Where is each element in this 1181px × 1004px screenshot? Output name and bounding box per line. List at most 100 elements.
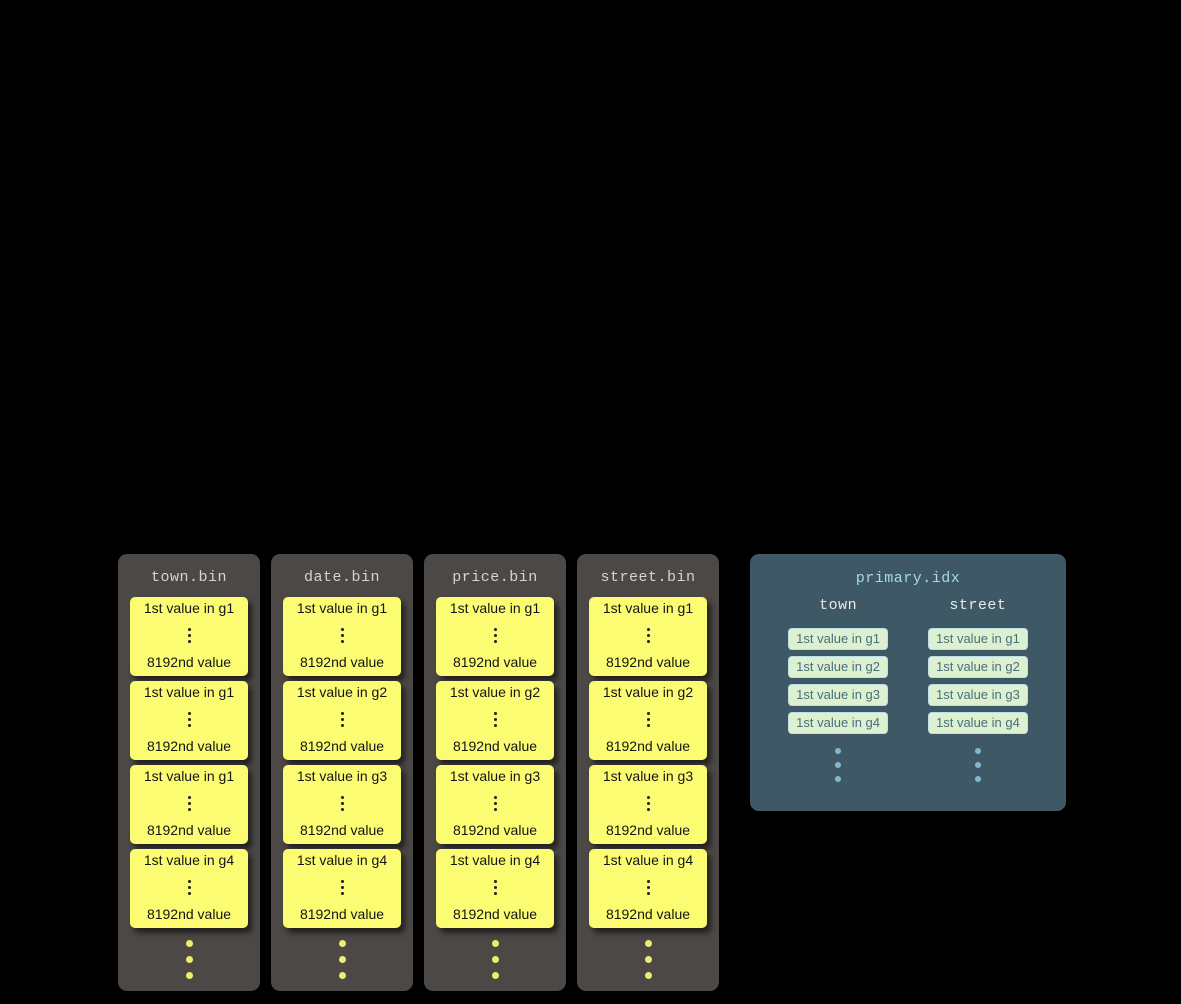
granule-card: 1st value in g1 8192nd value	[130, 597, 248, 676]
index-column-header: street	[949, 597, 1007, 614]
granule-last-value-label: 8192nd value	[146, 654, 232, 670]
granule-last-value-label: 8192nd value	[605, 738, 691, 754]
granule-last-value-label: 8192nd value	[146, 822, 232, 838]
vertical-ellipsis-icon	[493, 628, 497, 643]
more-granules-ellipsis-icon	[577, 940, 719, 979]
vertical-ellipsis-icon	[187, 880, 191, 895]
granule-last-value-label: 8192nd value	[452, 738, 538, 754]
primary-index-columns: town 1st value in g1 1st value in g2 1st…	[750, 597, 1066, 782]
vertical-ellipsis-icon	[340, 712, 344, 727]
vertical-ellipsis-icon	[646, 880, 650, 895]
granule-card: 1st value in g1 8192nd value	[436, 597, 554, 676]
vertical-ellipsis-icon	[187, 796, 191, 811]
granule-card: 1st value in g3 8192nd value	[589, 765, 707, 844]
granule-card: 1st value in g2 8192nd value	[436, 681, 554, 760]
granule-first-value-label: 1st value in g3	[449, 768, 541, 784]
granule-last-value-label: 8192nd value	[605, 906, 691, 922]
granule-first-value-label: 1st value in g2	[449, 684, 541, 700]
bin-file-panel-street: street.bin 1st value in g1 8192nd value …	[577, 554, 719, 991]
granule-first-value-label: 1st value in g4	[602, 852, 694, 868]
more-entries-ellipsis-icon	[835, 748, 842, 782]
vertical-ellipsis-icon	[187, 628, 191, 643]
bin-file-panel-town: town.bin 1st value in g1 8192nd value 1s…	[118, 554, 260, 991]
index-column-street: street 1st value in g1 1st value in g2 1…	[928, 597, 1028, 782]
vertical-ellipsis-icon	[493, 712, 497, 727]
vertical-ellipsis-icon	[646, 796, 650, 811]
storage-layout-diagram: town.bin 1st value in g1 8192nd value 1s…	[118, 554, 1066, 991]
granule-first-value-label: 1st value in g1	[449, 600, 541, 616]
vertical-ellipsis-icon	[493, 880, 497, 895]
granule-last-value-label: 8192nd value	[146, 738, 232, 754]
granule-first-value-label: 1st value in g1	[143, 600, 235, 616]
granule-card-list: 1st value in g1 8192nd value 1st value i…	[424, 597, 566, 928]
granule-first-value-label: 1st value in g3	[602, 768, 694, 784]
granule-first-value-label: 1st value in g4	[143, 852, 235, 868]
primary-index-panel: primary.idx town 1st value in g1 1st val…	[750, 554, 1066, 811]
bin-file-title: price.bin	[452, 569, 538, 586]
granule-first-value-label: 1st value in g1	[143, 768, 235, 784]
index-entry-list: 1st value in g1 1st value in g2 1st valu…	[788, 628, 888, 734]
granule-card-list: 1st value in g1 8192nd value 1st value i…	[271, 597, 413, 928]
primary-index-title: primary.idx	[855, 570, 961, 587]
granule-last-value-label: 8192nd value	[605, 822, 691, 838]
granule-card: 1st value in g1 8192nd value	[130, 765, 248, 844]
granule-first-value-label: 1st value in g1	[143, 684, 235, 700]
vertical-ellipsis-icon	[340, 796, 344, 811]
granule-last-value-label: 8192nd value	[452, 822, 538, 838]
index-entry: 1st value in g1	[928, 628, 1028, 650]
index-column-header: town	[819, 597, 858, 614]
granule-first-value-label: 1st value in g2	[602, 684, 694, 700]
granule-card: 1st value in g3 8192nd value	[436, 765, 554, 844]
vertical-ellipsis-icon	[646, 712, 650, 727]
granule-last-value-label: 8192nd value	[452, 906, 538, 922]
granule-first-value-label: 1st value in g4	[449, 852, 541, 868]
granule-last-value-label: 8192nd value	[299, 654, 385, 670]
granule-last-value-label: 8192nd value	[299, 738, 385, 754]
granule-last-value-label: 8192nd value	[452, 654, 538, 670]
index-column-town: town 1st value in g1 1st value in g2 1st…	[788, 597, 888, 782]
index-entry: 1st value in g4	[928, 712, 1028, 734]
granule-first-value-label: 1st value in g1	[602, 600, 694, 616]
index-entry-list: 1st value in g1 1st value in g2 1st valu…	[928, 628, 1028, 734]
vertical-ellipsis-icon	[340, 628, 344, 643]
granule-first-value-label: 1st value in g1	[296, 600, 388, 616]
granule-card: 1st value in g4 8192nd value	[436, 849, 554, 928]
vertical-ellipsis-icon	[646, 628, 650, 643]
bin-file-title: street.bin	[600, 569, 696, 586]
index-entry: 1st value in g3	[928, 684, 1028, 706]
granule-card: 1st value in g1 8192nd value	[283, 597, 401, 676]
vertical-ellipsis-icon	[340, 880, 344, 895]
granule-card: 1st value in g1 8192nd value	[130, 681, 248, 760]
index-entry: 1st value in g4	[788, 712, 888, 734]
granule-card: 1st value in g4 8192nd value	[589, 849, 707, 928]
granule-card-list: 1st value in g1 8192nd value 1st value i…	[577, 597, 719, 928]
granule-card: 1st value in g2 8192nd value	[589, 681, 707, 760]
more-granules-ellipsis-icon	[424, 940, 566, 979]
more-entries-ellipsis-icon	[974, 748, 981, 782]
granule-card: 1st value in g4 8192nd value	[130, 849, 248, 928]
granule-card: 1st value in g3 8192nd value	[283, 765, 401, 844]
granule-card: 1st value in g2 8192nd value	[283, 681, 401, 760]
bin-file-panel-date: date.bin 1st value in g1 8192nd value 1s…	[271, 554, 413, 991]
granule-last-value-label: 8192nd value	[299, 822, 385, 838]
more-granules-ellipsis-icon	[118, 940, 260, 979]
vertical-ellipsis-icon	[493, 796, 497, 811]
bin-file-panel-price: price.bin 1st value in g1 8192nd value 1…	[424, 554, 566, 991]
granule-first-value-label: 1st value in g4	[296, 852, 388, 868]
granule-last-value-label: 8192nd value	[146, 906, 232, 922]
bin-file-title: town.bin	[150, 569, 227, 586]
granule-last-value-label: 8192nd value	[299, 906, 385, 922]
vertical-ellipsis-icon	[187, 712, 191, 727]
granule-last-value-label: 8192nd value	[605, 654, 691, 670]
granule-first-value-label: 1st value in g3	[296, 768, 388, 784]
granule-card: 1st value in g1 8192nd value	[589, 597, 707, 676]
bin-file-title: date.bin	[303, 569, 380, 586]
granule-card-list: 1st value in g1 8192nd value 1st value i…	[118, 597, 260, 928]
index-entry: 1st value in g2	[928, 656, 1028, 678]
index-entry: 1st value in g1	[788, 628, 888, 650]
granule-card: 1st value in g4 8192nd value	[283, 849, 401, 928]
index-entry: 1st value in g2	[788, 656, 888, 678]
granule-first-value-label: 1st value in g2	[296, 684, 388, 700]
index-entry: 1st value in g3	[788, 684, 888, 706]
more-granules-ellipsis-icon	[271, 940, 413, 979]
